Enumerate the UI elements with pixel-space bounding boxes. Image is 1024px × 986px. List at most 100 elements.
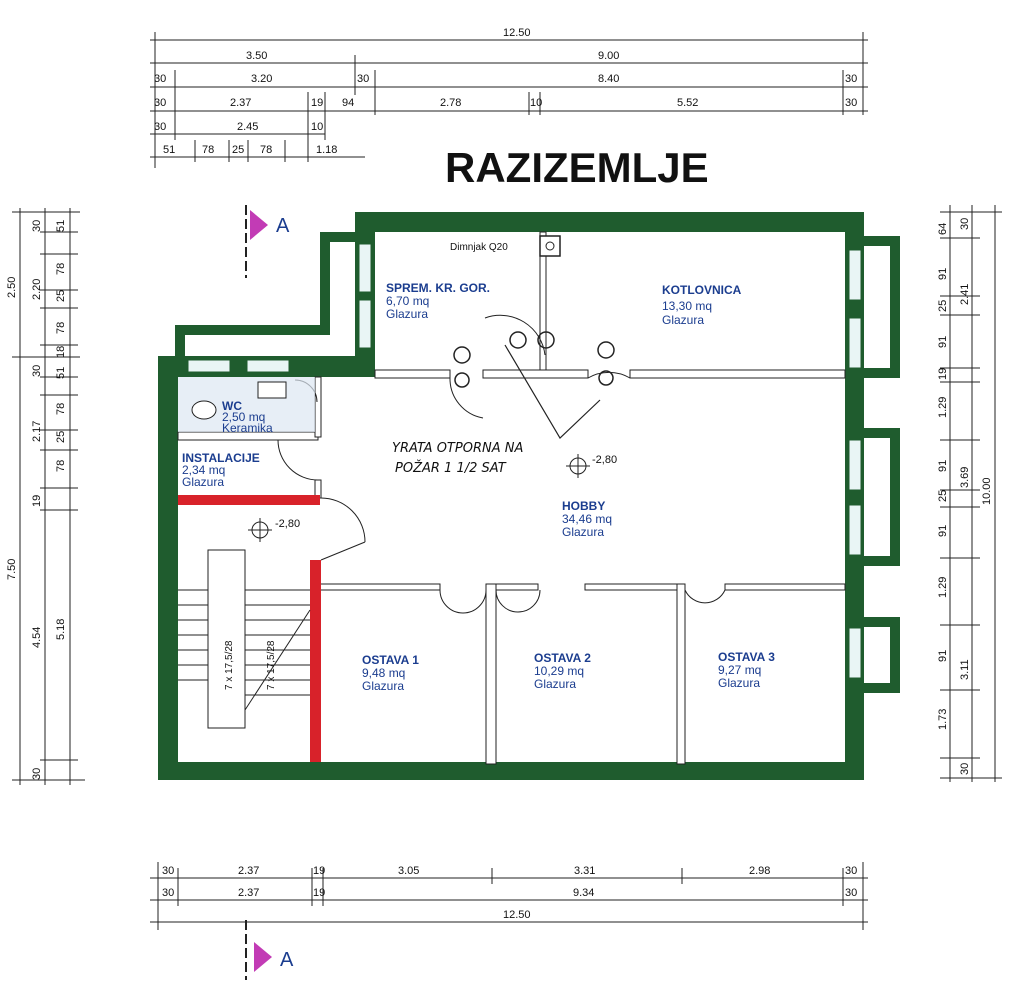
wc-tile-pattern: [178, 377, 315, 432]
left-dim-in-9: 78: [55, 460, 67, 472]
bottom-dim-r2-a: 30: [162, 887, 174, 899]
section-marker-bottom: A: [245, 920, 294, 980]
right-dim-outer: 10.00: [981, 477, 993, 505]
right-dim-in-7: 25: [937, 490, 949, 502]
right-dimension-chains: 64 91 25 91 19 1.29 91 25 91 1.29 91 1.7…: [937, 205, 1002, 782]
left-dim-in-6: 51: [55, 367, 67, 379]
handwritten-note: YRATA OTPORNA NA POŽAR 1 1/2 SAT: [392, 441, 523, 476]
room-floor: Glazura: [662, 313, 704, 327]
left-dim-mid-d: 30: [31, 220, 43, 232]
right-dim-in-3: 91: [937, 336, 949, 348]
left-dim-outer-b: 7.50: [6, 559, 18, 580]
top-dim-r4-f: 10: [530, 97, 542, 109]
section-label-top: A: [276, 215, 290, 237]
section-marker-top: A: [245, 205, 290, 278]
top-dim-r4-g: 5.52: [677, 97, 698, 109]
plan-title: RAZIZEMLJE: [445, 144, 709, 191]
room-floor: Glazura: [362, 679, 404, 693]
top-dim-r6-a: 51: [163, 144, 175, 156]
top-dim-r4-h: 30: [845, 97, 857, 109]
right-dim-in-8: 91: [937, 525, 949, 537]
room-name: OSTAVA 3: [718, 650, 775, 664]
right-dim-mid-c: 3.11: [959, 659, 971, 680]
top-dim-r6-d: 78: [260, 144, 272, 156]
room-area: 6,70 mq: [386, 294, 429, 308]
note-line-1: YRATA OTPORNA NA: [392, 441, 523, 456]
top-dim-r6-e: 1.18: [316, 144, 337, 156]
left-dim-mid-e: 30: [31, 768, 43, 780]
level-stair-value: -2,80: [275, 518, 300, 530]
right-dim-in-13: 30: [959, 763, 971, 775]
room-floor: Glazura: [718, 676, 760, 690]
right-dim-mid-a: 2.41: [959, 284, 971, 305]
top-dim-r3-a: 30: [154, 73, 166, 85]
room-kotlovnica: KOTLOVNICA 13,30 mq Glazura: [662, 283, 742, 327]
room-name: OSTAVA 2: [534, 651, 591, 665]
bottom-dim-r2-e: 30: [845, 887, 857, 899]
bottom-dim-r1-f: 2.98: [749, 865, 770, 877]
bottom-dim-r2-d: 9.34: [573, 887, 594, 899]
staircase: 7 x 17,5/28 7 x 17,5/28: [178, 589, 311, 711]
left-dim-in-4: 78: [55, 322, 67, 334]
left-dim-in-8: 25: [55, 431, 67, 443]
bottom-dim-total: 12.50: [503, 909, 531, 921]
bottom-dim-r1-b: 2.37: [238, 865, 259, 877]
top-dim-r5-a: 30: [154, 121, 166, 133]
top-dim-total: 12.50: [503, 27, 531, 39]
bottom-dim-r1-a: 30: [162, 865, 174, 877]
top-dim-r3-c: 30: [357, 73, 369, 85]
top-dim-r6-b: 78: [202, 144, 214, 156]
right-dim-mid-b: 3.69: [959, 467, 971, 488]
room-wc: WC 2,50 mq Keramika: [222, 399, 273, 435]
note-line-2: POŽAR 1 1/2 SAT: [395, 460, 507, 476]
top-dim-r2-b: 9.00: [598, 50, 619, 62]
left-dim-in-2: 78: [55, 263, 67, 275]
level-marker-hobby: -2,80: [566, 454, 617, 478]
right-dim-in-2: 25: [937, 300, 949, 312]
bottom-dim-r1-e: 3.31: [574, 865, 595, 877]
top-dim-r4-e: 2.78: [440, 97, 461, 109]
fire-walls: [178, 495, 321, 762]
top-dim-r3-e: 30: [845, 73, 857, 85]
bottom-dim-r1-g: 30: [845, 865, 857, 877]
bottom-dim-r2-c: 19: [313, 887, 325, 899]
top-dim-r4-d: 94: [342, 97, 354, 109]
room-area: 13,30 mq: [662, 299, 712, 313]
left-dim-in-5: 18: [55, 346, 67, 358]
left-dim-in-10: 19: [31, 495, 43, 507]
right-dim-in-10: 91: [937, 650, 949, 662]
room-name: OSTAVA 1: [362, 653, 419, 667]
room-instalacije: INSTALACIJE 2,34 mq Glazura: [182, 451, 260, 489]
right-dim-in-0: 64: [937, 223, 949, 235]
stair-label-2: 7 x 17,5/28: [266, 640, 277, 690]
top-dimension-chains: 12.50 3.50 9.00 30 3.20 30 8.40 30 30 2.…: [150, 27, 868, 168]
top-dim-r2-a: 3.50: [246, 50, 267, 62]
right-dim-in-4: 19: [937, 368, 949, 380]
room-ostava2: OSTAVA 2 10,29 mq Glazura: [534, 651, 591, 691]
left-dim-in-0: 30: [31, 365, 43, 377]
top-dim-r4-c: 19: [311, 97, 323, 109]
room-area: 9,48 mq: [362, 666, 405, 680]
right-dim-in-6: 91: [937, 460, 949, 472]
room-floor: Glazura: [562, 525, 604, 539]
top-dim-r4-a: 30: [154, 97, 166, 109]
left-dim-outer-a: 2.50: [6, 277, 18, 298]
left-dim-in-11: 5.18: [55, 619, 67, 640]
right-dim-in-9: 1.29: [937, 577, 949, 598]
room-name: INSTALACIJE: [182, 451, 260, 465]
room-ostava3: OSTAVA 3 9,27 mq Glazura: [718, 650, 775, 690]
windows: [187, 243, 862, 679]
room-floor: Glazura: [534, 677, 576, 691]
room-area: 34,46 mq: [562, 512, 612, 526]
left-dim-in-7: 78: [55, 403, 67, 415]
right-dim-in-1: 91: [937, 268, 949, 280]
room-name: SPREM. KR. GOR.: [386, 281, 490, 295]
top-dim-r5-c: 10: [311, 121, 323, 133]
top-dim-r4-b: 2.37: [230, 97, 251, 109]
room-floor: Keramika: [222, 421, 273, 435]
room-name: WC: [222, 399, 242, 413]
top-dim-r3-b: 3.20: [251, 73, 272, 85]
right-dim-in-12: 30: [959, 218, 971, 230]
room-area: 2,34 mq: [182, 463, 225, 477]
